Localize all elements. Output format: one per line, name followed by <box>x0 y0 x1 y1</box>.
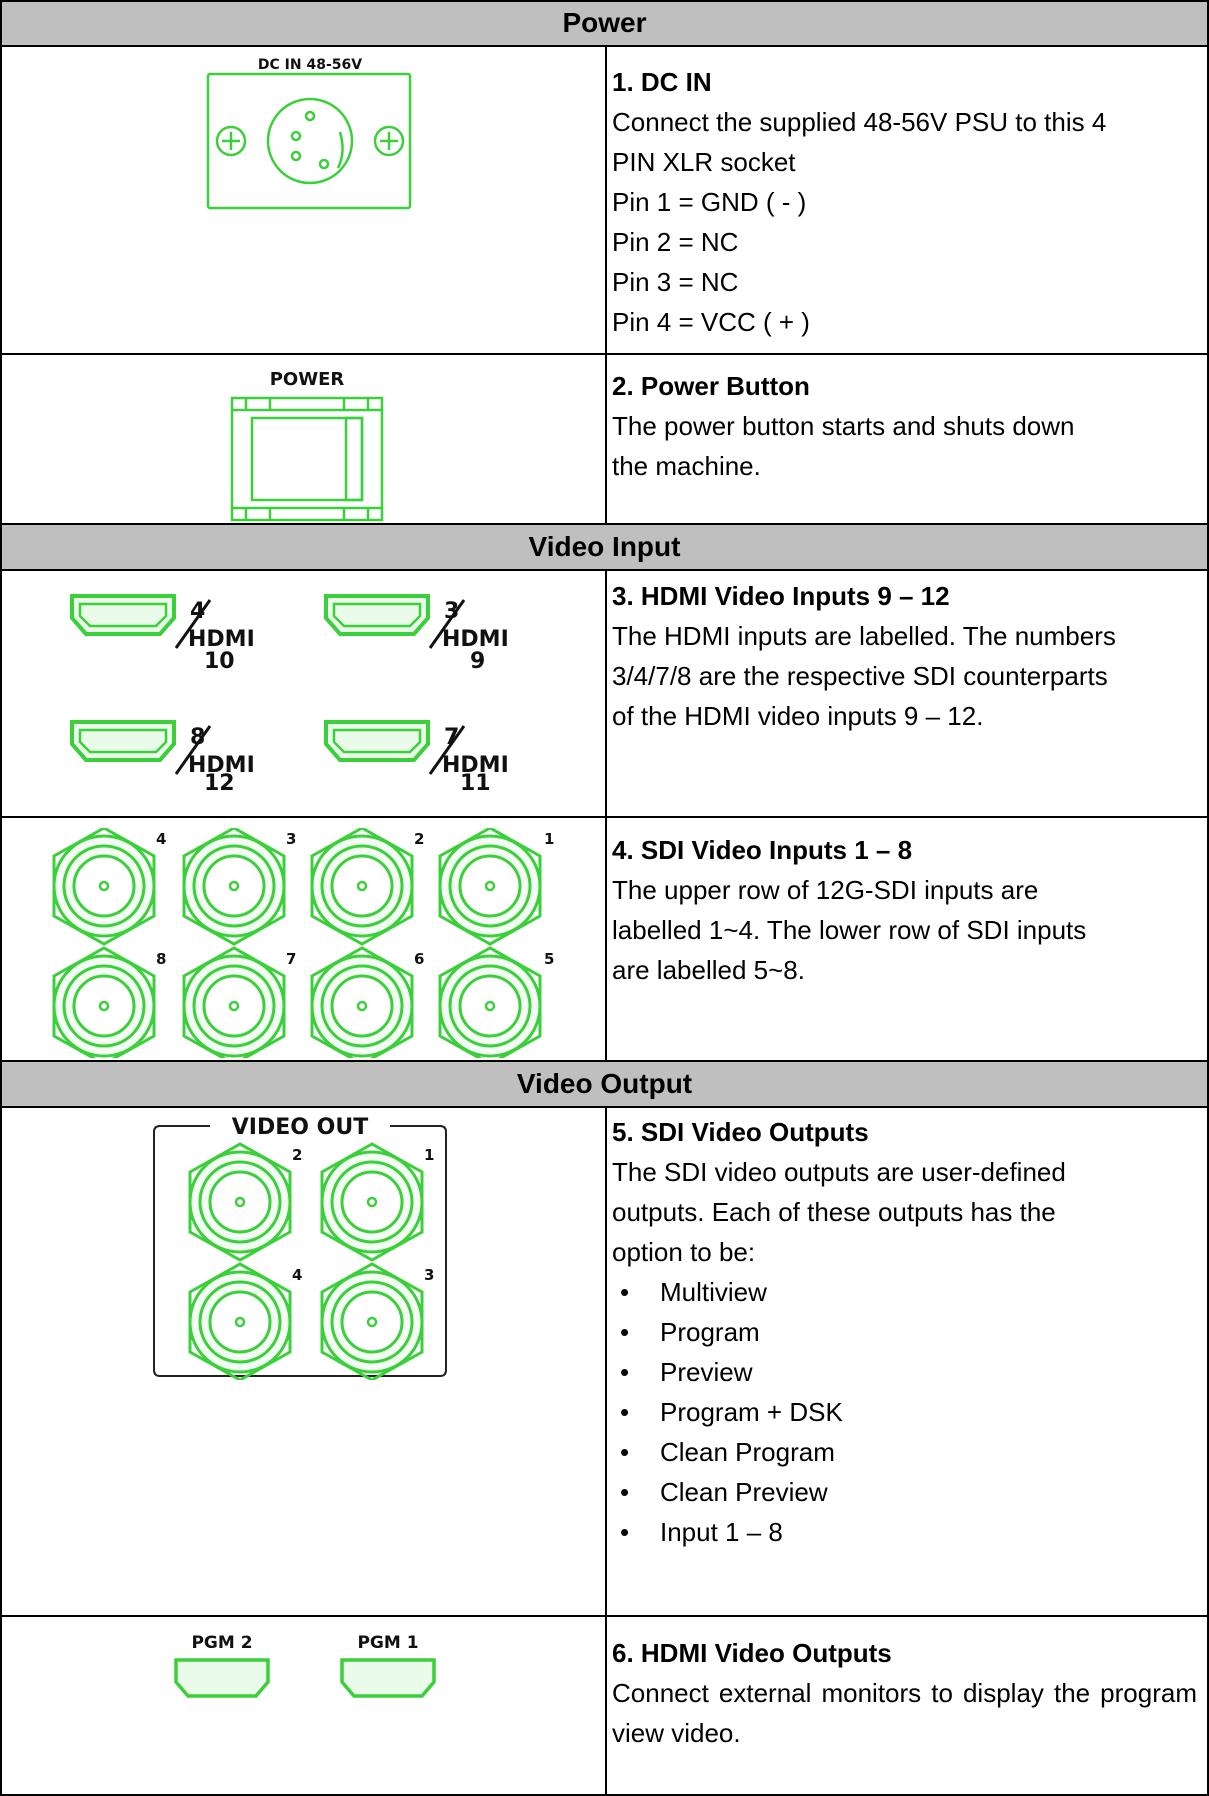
bnc-connector-icon <box>52 946 156 1058</box>
rocker-switch-icon <box>230 396 384 522</box>
pgm-port-label: PGM 1 <box>357 1633 418 1653</box>
sdi-input-label: 4 <box>156 830 166 848</box>
section-title-power: Power <box>562 7 647 38</box>
description-line: the machine. <box>612 451 761 481</box>
bnc-connector-icon <box>438 828 542 946</box>
power-figure-label: POWER <box>270 369 345 390</box>
sdi-output-label: 3 <box>424 1266 434 1284</box>
bnc-connector-icon <box>182 946 286 1058</box>
sdi-output-label: 2 <box>292 1146 302 1164</box>
bnc-connector-icon <box>310 828 414 946</box>
description-line: The upper row of 12G-SDI inputs are <box>612 875 1039 905</box>
sdi-inputs-description: 4. SDI Video Inputs 1 – 8 The upper row … <box>612 830 1197 990</box>
sdi-input-label: 1 <box>544 830 554 848</box>
description-line: Pin 1 = GND ( - ) <box>612 187 807 217</box>
power-switch-figure: POWER <box>230 369 384 522</box>
description-line: 3/4/7/8 are the respective SDI counterpa… <box>612 661 1108 691</box>
bnc-connector-icon <box>52 828 156 946</box>
output-mode-item: Clean Program <box>612 1432 1197 1472</box>
hdmi-input-label-group: 4 HDMI 10 <box>174 599 255 674</box>
bnc-connector-icon <box>320 1142 424 1262</box>
description-line: option to be: <box>612 1237 756 1267</box>
sdi-input-label: 7 <box>286 950 296 968</box>
hdmi-outputs-description: 6. HDMI Video Outputs Connect external m… <box>612 1633 1197 1753</box>
description-body: Connect external monitors to display the… <box>612 1678 1197 1748</box>
description-line: Pin 2 = NC <box>612 227 739 257</box>
description-line: PIN XLR socket <box>612 147 796 177</box>
output-mode-item: Clean Preview <box>612 1472 1197 1512</box>
description-line: labelled 1~4. The lower row of SDI input… <box>612 915 1087 945</box>
hdmi-port-icon <box>324 720 430 762</box>
bnc-connector-icon <box>188 1142 292 1262</box>
video-out-label: VIDEO OUT <box>232 1115 368 1140</box>
description-line: Connect the supplied 48-56V PSU to this … <box>612 107 1107 137</box>
description-line: The SDI video outputs are user-defined <box>612 1157 1066 1187</box>
description-line: Pin 4 = VCC ( + ) <box>612 307 810 337</box>
dc-in-figure-label: DC IN 48-56V <box>258 57 362 73</box>
hdmi-outputs-figure: PGM 2 PGM 1 <box>174 1633 436 1698</box>
description-line: Pin 3 = NC <box>612 267 739 297</box>
hdmi-port-sub: 11 <box>460 771 491 790</box>
output-mode-item: Input 1 – 8 <box>612 1512 1197 1552</box>
sdi-input-label: 2 <box>414 830 424 848</box>
bnc-connector-icon <box>310 946 414 1058</box>
section-title-video-output: Video Output <box>516 1068 693 1099</box>
sdi-outputs-description: 5. SDI Video Outputs The SDI video outpu… <box>612 1112 1197 1552</box>
bnc-connector-icon <box>188 1262 292 1380</box>
dc-in-title: 1. DC IN <box>612 67 712 97</box>
hdmi-input-label-group: 3 HDMI 9 <box>428 599 509 674</box>
bnc-connector-icon <box>182 828 286 946</box>
hdmi-port-sub: 12 <box>204 771 235 790</box>
sdi-outputs-figure: VIDEO OUT 2 1 4 3 <box>153 1115 447 1380</box>
output-mode-item: Multiview <box>612 1272 1197 1312</box>
hdmi-port-icon <box>70 720 176 762</box>
sdi-inputs-title: 4. SDI Video Inputs 1 – 8 <box>612 835 913 865</box>
sdi-output-label: 4 <box>292 1266 302 1284</box>
hdmi-inputs-figure: 4 HDMI 10 3 HDMI 9 8 HDMI 12 7 HDMI 11 <box>70 594 509 790</box>
output-mode-list: Multiview Program Preview Program + DSK … <box>612 1272 1197 1552</box>
description-line: The HDMI inputs are labelled. The number… <box>612 621 1116 651</box>
description-line: The power button starts and shuts down <box>612 411 1075 441</box>
sdi-output-label: 1 <box>424 1146 434 1164</box>
section-title-video-input: Video Input <box>528 531 681 562</box>
hdmi-port-icon <box>174 1658 270 1698</box>
hdmi-input-label-group: 8 HDMI 12 <box>174 725 255 790</box>
description-line: outputs. Each of these outputs has the <box>612 1197 1056 1227</box>
hdmi-input-label-group: 7 HDMI 11 <box>428 725 509 790</box>
hdmi-port-sub: 10 <box>204 649 235 674</box>
description-line: of the HDMI video inputs 9 – 12. <box>612 701 984 731</box>
dc-in-xlr-socket-figure: DC IN 48-56V <box>206 57 412 210</box>
output-mode-item: Preview <box>612 1352 1197 1392</box>
power-button-title: 2. Power Button <box>612 371 810 401</box>
sdi-input-label: 8 <box>156 950 166 968</box>
sdi-outputs-title: 5. SDI Video Outputs <box>612 1117 869 1147</box>
dc-in-description: 1. DC IN Connect the supplied 48-56V PSU… <box>612 62 1197 342</box>
hdmi-inputs-title: 3. HDMI Video Inputs 9 – 12 <box>612 581 950 611</box>
output-mode-item: Program <box>612 1312 1197 1352</box>
bnc-connector-icon <box>320 1262 424 1380</box>
hdmi-port-icon <box>70 594 176 636</box>
hdmi-outputs-title: 6. HDMI Video Outputs <box>612 1638 892 1668</box>
sdi-input-label: 6 <box>414 950 424 968</box>
hdmi-port-icon <box>324 594 430 636</box>
sdi-input-label: 3 <box>286 830 296 848</box>
power-button-description: 2. Power Button The power button starts … <box>612 366 1197 486</box>
sdi-input-label: 5 <box>544 950 554 968</box>
xlr-socket-icon <box>206 72 412 210</box>
sdi-inputs-figure: 4 3 2 1 8 7 6 5 <box>52 828 554 1058</box>
hdmi-port-icon <box>340 1658 436 1698</box>
bnc-connector-icon <box>438 946 542 1058</box>
pgm-port-label: PGM 2 <box>191 1633 252 1653</box>
hdmi-inputs-description: 3. HDMI Video Inputs 9 – 12 The HDMI inp… <box>612 576 1197 736</box>
hdmi-port-sub: 9 <box>470 649 485 674</box>
output-mode-item: Program + DSK <box>612 1392 1197 1432</box>
description-line: are labelled 5~8. <box>612 955 805 985</box>
